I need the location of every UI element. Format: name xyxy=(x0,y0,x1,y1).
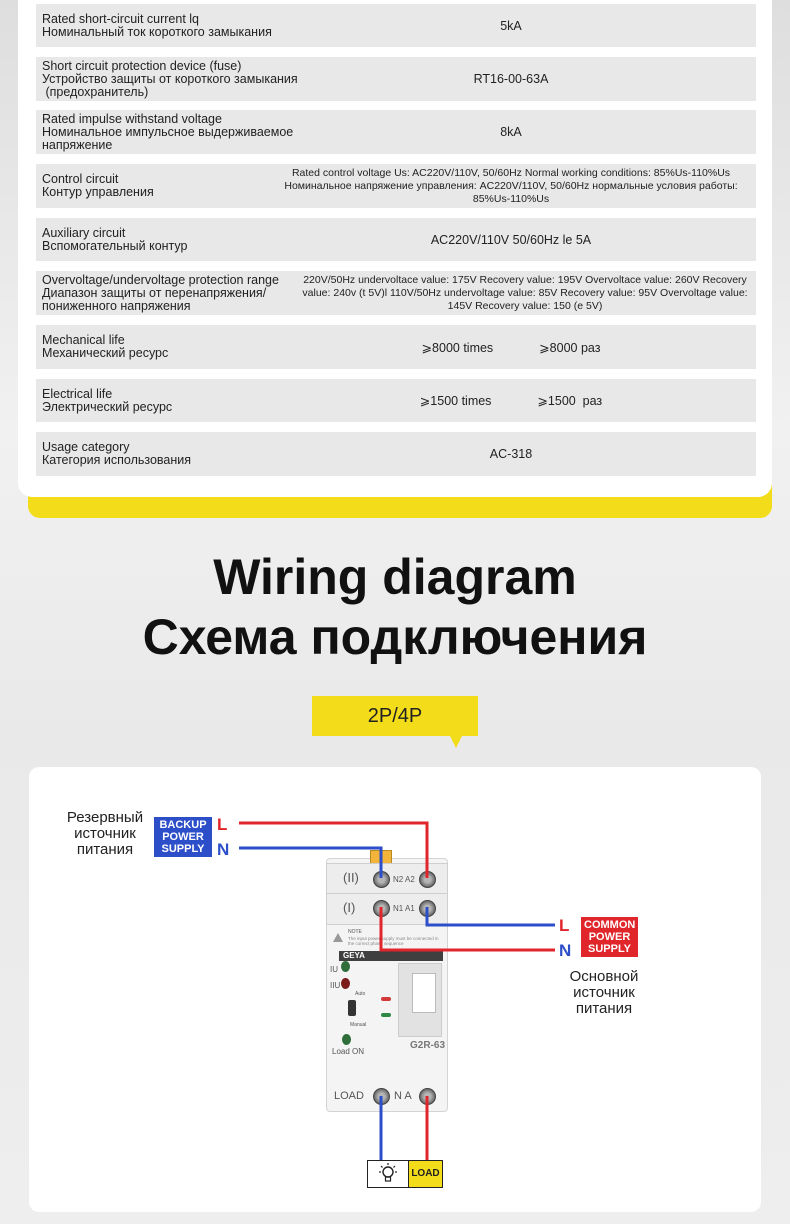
spec-label-ru: Механический ресурс xyxy=(42,346,169,360)
load-on-label: Load ON xyxy=(332,1047,365,1056)
load-box: LOAD xyxy=(409,1160,443,1188)
indicator-2u-label: IIU xyxy=(330,981,341,990)
brand-plate: GEYA xyxy=(339,951,443,961)
spec-value: AC220V/110V 50/60Hz le 5A xyxy=(430,232,592,247)
backup-badge-line1: BACKUP xyxy=(159,819,207,831)
spec-label-en: Overvoltage/undervoltage protection rang… xyxy=(42,272,279,287)
spec-value-ru: ⩾8000 раз xyxy=(539,340,601,355)
screw-terminal xyxy=(373,1088,390,1105)
spec-label-en: Short circuit protection device (fuse) xyxy=(42,58,242,73)
spec-label-en: Usage category xyxy=(42,440,130,454)
spec-label-ru: Электрический ресурс xyxy=(42,399,173,414)
spec-value: ⩾8000 times xyxy=(421,340,494,355)
screw-terminal xyxy=(419,900,436,917)
wiring-title-en: Wiring diagram xyxy=(213,549,577,605)
na-terminal-label: N A xyxy=(394,1090,412,1102)
spec-label-ru-cont: пониженного напряжения xyxy=(42,298,191,313)
indicator-1u-label: IU xyxy=(330,965,338,974)
common-n-label: N xyxy=(559,941,572,960)
screw-terminal xyxy=(373,900,390,917)
spec-label-en: Control circuit xyxy=(42,172,119,186)
row2-terminal-labels: N2 A2 xyxy=(393,875,415,884)
auto-label: Auto xyxy=(355,991,366,997)
backup-power-badge: BACKUP POWER SUPPLY xyxy=(154,817,212,857)
mode-switch[interactable] xyxy=(348,1000,356,1016)
spec-value: AC-318 xyxy=(489,447,533,461)
wiring-title-ru: Схема подключения xyxy=(142,609,648,665)
backup-caption-line3: питания xyxy=(76,841,134,858)
load-terminal-label: LOAD xyxy=(334,1090,364,1102)
spec-value: 5kA xyxy=(500,18,522,33)
warning-icon xyxy=(333,933,343,942)
common-l-label: L xyxy=(559,916,570,935)
spec-value: Rated control voltage Us: AC220V/110V, 5… xyxy=(284,166,738,205)
common-badge-line2: POWER xyxy=(588,931,631,943)
note-heading: NOTE xyxy=(348,929,362,935)
load-on-led xyxy=(342,1034,351,1045)
spec-row: Short circuit protection device (fuse)Ус… xyxy=(36,57,756,101)
manual-label: Manual xyxy=(350,1022,367,1028)
spec-label-ru: Номинальное импульсное выдерживаемое xyxy=(42,124,294,139)
backup-l-label: L xyxy=(217,815,228,834)
row2-symbol: (II) xyxy=(343,870,359,885)
spec-label-en: Rated impulse withstand voltage xyxy=(42,111,222,126)
spec-value: ⩾1500 times xyxy=(419,394,492,408)
spec-label-ru-cont: напряжение xyxy=(42,137,113,152)
common-badge-line3: SUPPLY xyxy=(587,943,631,955)
spec-value: RT16-00-63A xyxy=(473,72,549,86)
spec-label-ru: Диапазон защиты от перенапряжения/ xyxy=(42,285,267,300)
indicator-1u-led xyxy=(341,961,350,972)
spec-label-ru: Контур управления xyxy=(42,185,154,199)
common-caption-line2: источник xyxy=(573,984,635,1001)
device-handle xyxy=(370,850,392,864)
spec-row: Overvoltage/undervoltage protection rang… xyxy=(36,271,756,315)
spec-value-ru: ⩾1500 раз xyxy=(537,394,603,408)
screw-terminal xyxy=(419,1088,436,1105)
pole-tag: 2P/4P xyxy=(312,696,478,736)
bulb-icon xyxy=(367,1160,409,1188)
spec-label-ru: Вспомогательный контур xyxy=(42,238,188,253)
spec-label-ru-cont: (предохранитель) xyxy=(42,84,149,99)
backup-caption-line1: Резервный xyxy=(66,809,144,826)
backup-badge-line3: SUPPLY xyxy=(161,843,205,855)
backup-n-label: N xyxy=(217,840,230,859)
spec-label-ru: Номинальный ток короткого замыкания xyxy=(42,24,272,39)
row1-symbol: (I) xyxy=(343,900,356,915)
backup-caption-line2: источник xyxy=(74,825,136,842)
spec-label-en: Auxiliary circuit xyxy=(42,225,126,240)
screw-terminal xyxy=(373,871,390,888)
model-number: G2R-63 xyxy=(410,1040,446,1051)
spec-value: 8kA xyxy=(500,125,522,139)
spec-value: 220V/50Hz undervoltace value: 175V Recov… xyxy=(302,273,748,312)
spec-label-ru: Устройство защиты от короткого замыкания xyxy=(42,71,298,86)
row1-terminal-labels: N1 A1 xyxy=(393,904,415,913)
common-power-badge: COMMON POWER SUPPLY xyxy=(581,917,638,957)
common-caption-line3: питания xyxy=(575,1000,633,1017)
spec-label-ru: Категория использования xyxy=(42,453,192,467)
backup-badge-line2: POWER xyxy=(162,831,204,843)
spec-label-en: Mechanical life xyxy=(42,333,125,347)
common-badge-line1: COMMON xyxy=(584,919,636,931)
indicator-2u-led xyxy=(341,978,350,989)
pole-tag-pointer xyxy=(450,736,462,748)
note-text: The input power supply must be connected… xyxy=(348,936,439,946)
spec-label-en: Rated short-circuit current lq xyxy=(42,11,200,26)
screw-terminal xyxy=(419,871,436,888)
red-indicator-led xyxy=(381,997,391,1001)
spec-label-en: Electrical life xyxy=(42,386,113,401)
selector-slot xyxy=(412,973,436,1013)
green-indicator-led xyxy=(381,1013,391,1017)
common-caption-line1: Основной xyxy=(569,968,639,985)
